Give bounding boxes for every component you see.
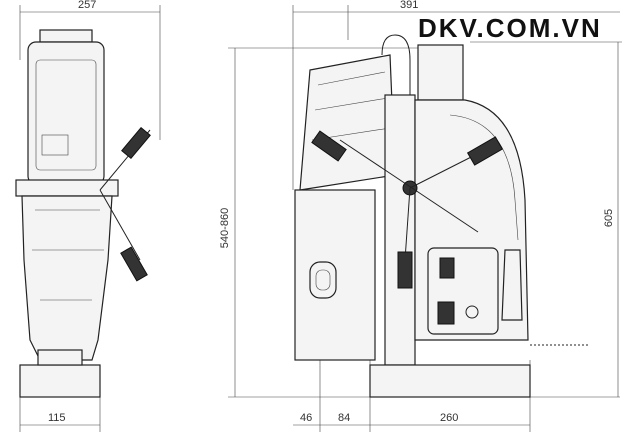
site-logo: DKV.COM.VN (418, 13, 602, 43)
dim-offset-b: 84 (338, 412, 351, 424)
dim-side-width: 257 (78, 0, 97, 11)
dim-offset-a: 46 (300, 412, 313, 424)
dim-base-length: 260 (440, 412, 459, 424)
dim-side-base: 115 (48, 412, 66, 424)
dim-height-range: 540-860 (219, 207, 232, 249)
dim-height: 605 (603, 208, 616, 228)
dim-front-width: 391 (400, 0, 419, 11)
front-view (294, 34, 590, 398)
side-view (15, 29, 151, 398)
